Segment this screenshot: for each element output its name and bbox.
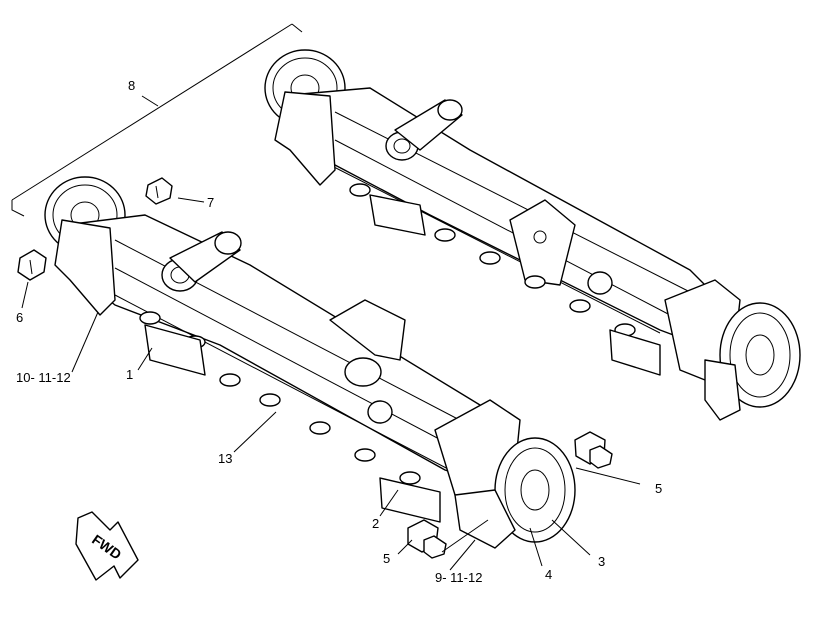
callout-2: 2: [372, 516, 379, 531]
bracket-part-5-right: [574, 431, 613, 469]
front-top-bracket: [329, 299, 406, 361]
rear-front-idler: [719, 302, 801, 408]
front-roller-guard-1: [144, 324, 206, 376]
callout-3: 3: [598, 554, 605, 569]
callout-7: 7: [207, 195, 214, 210]
callout-8-bracket: [11, 200, 25, 217]
callout-13: 13: [218, 451, 232, 466]
rear-frame-beam: [284, 87, 721, 346]
callout-6: 6: [16, 310, 23, 325]
front-front-idler: [494, 437, 576, 543]
front-pivot-bearing: [161, 231, 242, 292]
rear-pivot-bearing: [385, 99, 463, 161]
callout-8: 8: [128, 78, 135, 93]
rear-roller-guard-a: [369, 194, 426, 236]
rear-front-mount-block: [704, 359, 741, 421]
callout-4: 4: [545, 567, 552, 582]
callout-1: 1: [126, 367, 133, 382]
rear-track-roller-frame: [264, 49, 801, 421]
rear-roller-hub: [587, 271, 613, 295]
fwd-arrow-icon: FWD: [75, 511, 139, 581]
front-front-mount-block: [454, 489, 516, 549]
callout-5-right: 5: [655, 481, 662, 496]
front-track-roller-frame: [44, 176, 576, 549]
callout-10-11-12: 10- 11-12: [16, 370, 71, 385]
bracket-part-5-left: [407, 519, 447, 559]
front-rear-guard-plate: [54, 219, 116, 316]
leader-lines: [21, 95, 641, 571]
bracket-part-6: [17, 249, 47, 281]
bracket-part-7: [145, 177, 173, 205]
callout-9-11-12: 9- 11-12: [435, 570, 482, 585]
front-roller-hub: [367, 400, 393, 424]
front-roller-guard-2: [379, 477, 441, 523]
front-mid-hub: [344, 357, 382, 387]
callout-5-left: 5: [383, 551, 390, 566]
rear-roller-guard-b: [609, 329, 661, 376]
callout-labels: 1 2 3 4 5 5 6 7 8 9- 11-12 10- 11-12 13: [16, 78, 662, 585]
rear-guard-plate: [274, 91, 336, 186]
